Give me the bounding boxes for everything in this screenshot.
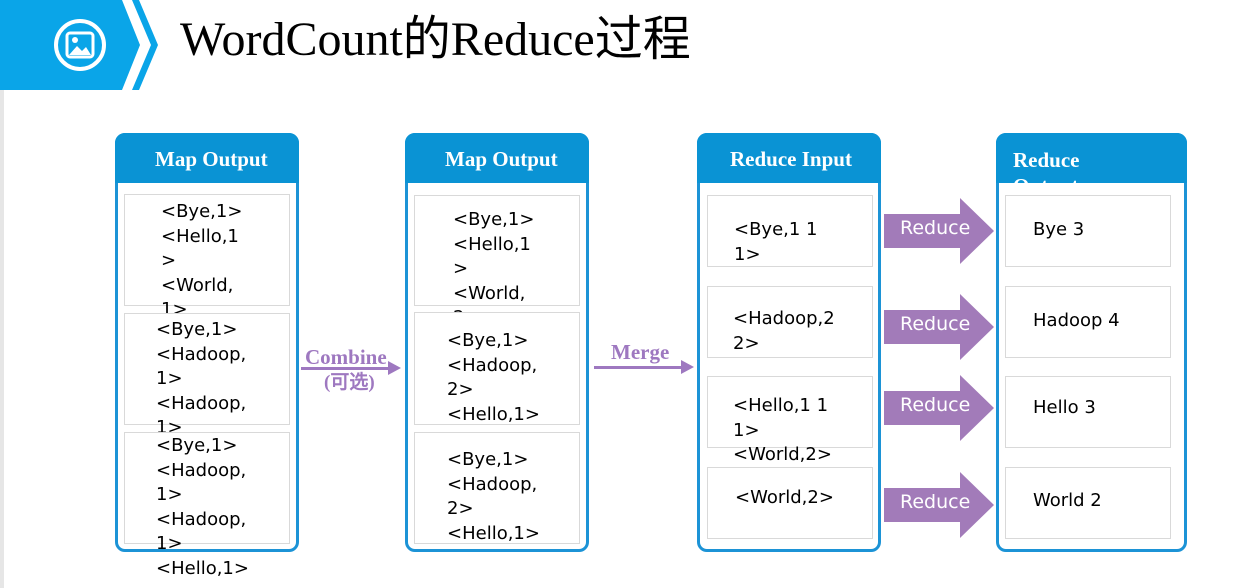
- cell-text: Hello 3: [1033, 397, 1096, 418]
- merge-arrow: [594, 360, 694, 374]
- reduce-arrow: Reduce: [884, 472, 994, 538]
- cell-text: Hadoop 4: [1033, 310, 1120, 331]
- column-header-label: Reduce Output: [1013, 148, 1080, 183]
- map-output-cell: <Bye,1> <Hadoop, 2> <Hello,1>: [414, 312, 580, 425]
- cell-text: <World,2>: [735, 487, 834, 508]
- cell-text: <Hello,1 1 1> <World,2>: [733, 395, 832, 465]
- map-output-cell: <Bye,1> <Hadoop, 2> <Hello,1>: [414, 432, 580, 544]
- combine-label: Combine: [305, 345, 387, 369]
- map-output-cell: <Bye,1> <Hello,1 > <World, 1> <World, 1>: [124, 194, 290, 369]
- reduce-input-cell: <Hello,1 1 1> <World,2>: [707, 376, 873, 465]
- cell-text: <Hadoop,2 2>: [733, 308, 835, 354]
- image-icon: [54, 19, 106, 71]
- cell-text: Bye 3: [1033, 219, 1085, 240]
- reduce-arrow-label: Reduce: [900, 217, 971, 239]
- cell-text: <Bye,1 1 1>: [734, 219, 818, 265]
- column-header: Reduce Input: [697, 133, 881, 183]
- merge-label: Merge: [611, 340, 670, 364]
- reduce-output-cell: Hello 3: [1005, 376, 1171, 448]
- column-header-label: Map Output: [445, 147, 558, 171]
- reduce-input-column: Reduce Input <Bye,1 1 1> <Hadoop,2 2> <H…: [697, 133, 881, 552]
- reduce-output-cell: World 2: [1005, 467, 1171, 539]
- reduce-output-cell: Hadoop 4: [1005, 286, 1171, 358]
- banner-block: [0, 0, 140, 90]
- map-output-cell: <Bye,1> <Hadoop, 1> <Hadoop, 1> <Hello,1…: [124, 313, 290, 463]
- reduce-output-cell: Bye 3: [1005, 195, 1171, 267]
- header-banner: [0, 0, 160, 90]
- column-header: Map Output: [115, 133, 299, 183]
- cell-text: <Bye,1> <Hadoop, 1> <Hadoop, 1> <Hello,1…: [156, 435, 249, 579]
- map-output-cell: <Bye,1> <Hadoop, 1> <Hadoop, 1> <Hello,1…: [124, 432, 290, 579]
- reduce-input-cell: <Bye,1 1 1>: [707, 195, 873, 267]
- reduce-input-cell: <Hadoop,2 2>: [707, 286, 873, 358]
- reduce-arrow: Reduce: [884, 375, 994, 441]
- cell-text: <Bye,1> <Hadoop, 2> <Hello,1>: [447, 449, 540, 544]
- column-header: Map Output: [405, 133, 589, 183]
- reduce-arrow-label: Reduce: [900, 313, 971, 335]
- page-title: WordCount的Reduce过程: [180, 13, 691, 66]
- combine-sublabel: (可选): [324, 372, 375, 393]
- reduce-arrow: Reduce: [884, 198, 994, 264]
- cell-text: World 2: [1033, 490, 1102, 511]
- reduce-arrow-label: Reduce: [900, 394, 971, 416]
- cell-text: <Bye,1> <Hadoop, 2> <Hello,1>: [447, 330, 540, 425]
- map-output-cell: <Bye,1> <Hello,1 > <World, 2>: [414, 195, 580, 328]
- column-header-label: Map Output: [155, 147, 268, 171]
- reduce-output-column: Reduce Output Bye 3 Hadoop 4 Hello 3 Wor…: [996, 133, 1187, 552]
- map-output-column-1: Map Output <Bye,1> <Hello,1 > <World, 1>…: [115, 133, 299, 579]
- reduce-arrow-label: Reduce: [900, 491, 971, 513]
- map-output-column-2: Map Output <Bye,1> <Hello,1 > <World, 2>…: [405, 133, 589, 552]
- column-header-label: Reduce Input: [730, 147, 852, 171]
- combine-arrow: [301, 361, 401, 375]
- reduce-arrow: Reduce: [884, 294, 994, 360]
- reduce-input-cell: <World,2>: [707, 467, 873, 539]
- column-header: Reduce Output: [996, 133, 1187, 183]
- left-edge-rule: [0, 90, 4, 588]
